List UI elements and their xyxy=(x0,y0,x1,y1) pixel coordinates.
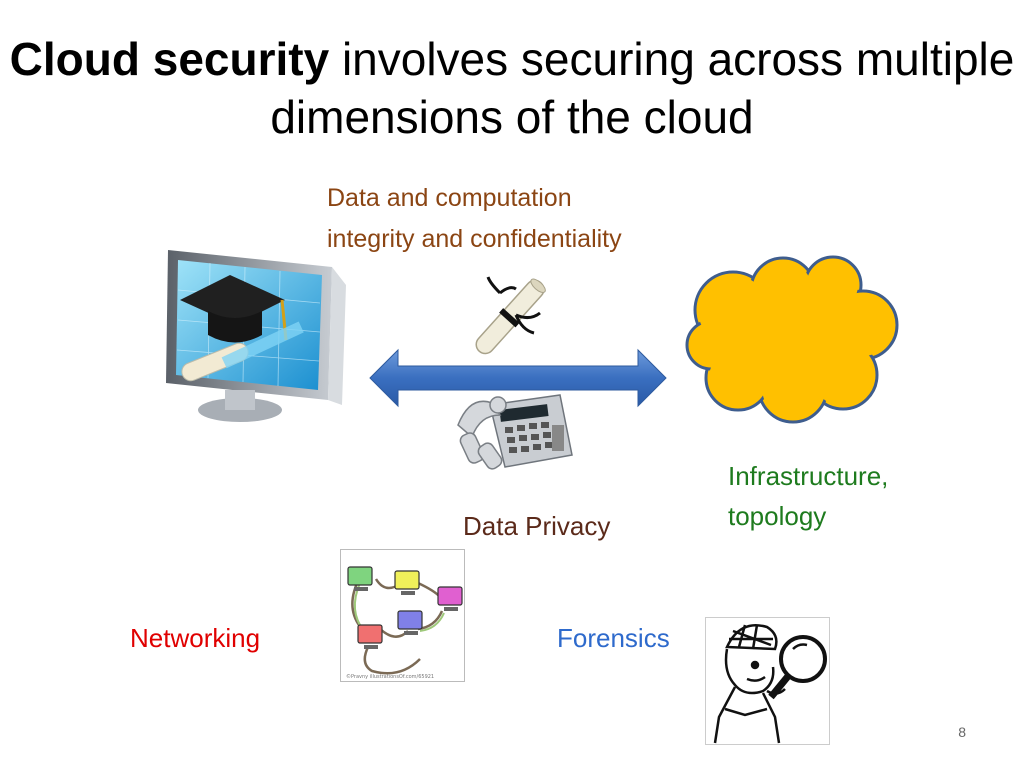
slide-number: 8 xyxy=(958,724,966,740)
detective-icon xyxy=(705,617,830,745)
computer-graduation-icon xyxy=(166,250,346,422)
integrity-label-line2: integrity and confidentiality xyxy=(327,225,622,253)
cloud-icon xyxy=(685,255,899,424)
integrity-label-line1: Data and computation xyxy=(327,184,572,212)
forensics-label: Forensics xyxy=(557,623,670,653)
double-arrow-icon xyxy=(369,348,667,408)
slide-title: Cloud security involves securing across … xyxy=(0,30,1024,146)
title-bold: Cloud security xyxy=(9,33,330,85)
network-computers-icon: ©Pravny illustrationsOf.com/65921 xyxy=(340,549,465,682)
data-privacy-label: Data Privacy xyxy=(463,511,611,541)
calculator-icon xyxy=(457,394,573,470)
diploma-icon xyxy=(475,276,546,355)
infrastructure-label: Infrastructure, topology xyxy=(728,456,888,536)
infrastructure-label-line1: Infrastructure, xyxy=(728,461,889,491)
clipart-caption: ©Pravny illustrationsOf.com/65921 xyxy=(346,673,434,680)
infrastructure-label-line2: topology xyxy=(728,501,827,531)
title-rest: involves securing across multiple dimens… xyxy=(270,33,1015,143)
integrity-label: Data and computation integrity and confi… xyxy=(327,178,622,260)
networking-label: Networking xyxy=(130,623,261,653)
